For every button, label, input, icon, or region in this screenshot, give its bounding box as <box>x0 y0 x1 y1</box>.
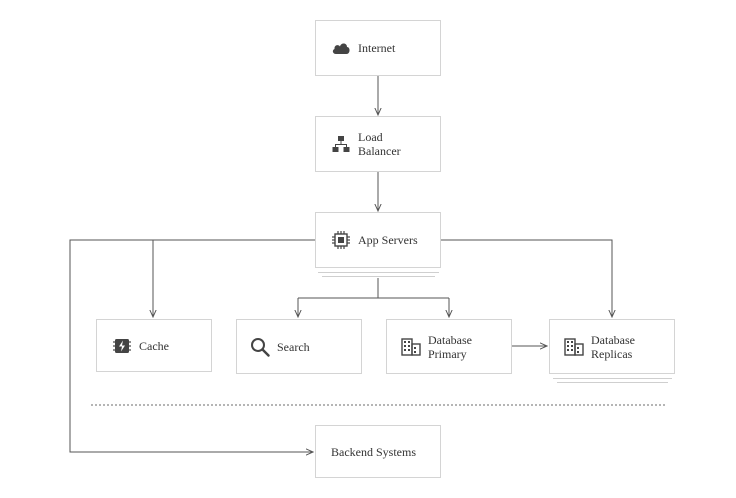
cloud-icon <box>331 38 351 58</box>
node-label: App Servers <box>358 233 418 247</box>
edge-appservers-to-cache <box>153 239 315 317</box>
node-cache: Cache <box>96 319 212 372</box>
building-icon <box>401 337 421 357</box>
node-label: Backend Systems <box>331 444 416 459</box>
group-separator <box>91 404 665 406</box>
sitemap-icon <box>331 134 351 154</box>
cpu-chip-icon <box>331 230 351 250</box>
node-internet: Internet <box>315 20 441 76</box>
node-label: Cache <box>139 338 169 353</box>
edge-appservers-to-replicas <box>441 239 612 317</box>
node-database-replicas: Database Replicas <box>549 319 675 374</box>
node-label: Database Replicas <box>591 333 635 361</box>
stack-indicator <box>322 276 435 277</box>
stack-indicator <box>557 382 668 383</box>
magnifier-icon <box>250 337 270 357</box>
memory-bolt-icon <box>112 336 132 356</box>
label-line: Primary <box>428 346 467 361</box>
node-label: Search <box>277 339 310 354</box>
label-line: Replicas <box>591 346 633 361</box>
label-line: Database <box>591 332 635 347</box>
label-line: Load <box>358 130 383 144</box>
stack-indicator <box>553 378 672 379</box>
node-label: Database Primary <box>428 333 472 361</box>
label-line: Database <box>428 332 472 347</box>
node-load-balancer: Load Balancer <box>315 116 441 172</box>
edge-appservers-to-backend <box>69 239 315 452</box>
building-icon <box>564 337 584 357</box>
node-search: Search <box>236 319 362 374</box>
node-label: Load Balancer <box>358 130 401 158</box>
node-label: Internet <box>358 41 396 55</box>
node-app-servers: App Servers <box>315 212 441 268</box>
stack-indicator <box>318 272 439 273</box>
node-backend-systems: Backend Systems <box>315 425 441 478</box>
label-line: Balancer <box>358 144 401 158</box>
node-database-primary: Database Primary <box>386 319 512 374</box>
